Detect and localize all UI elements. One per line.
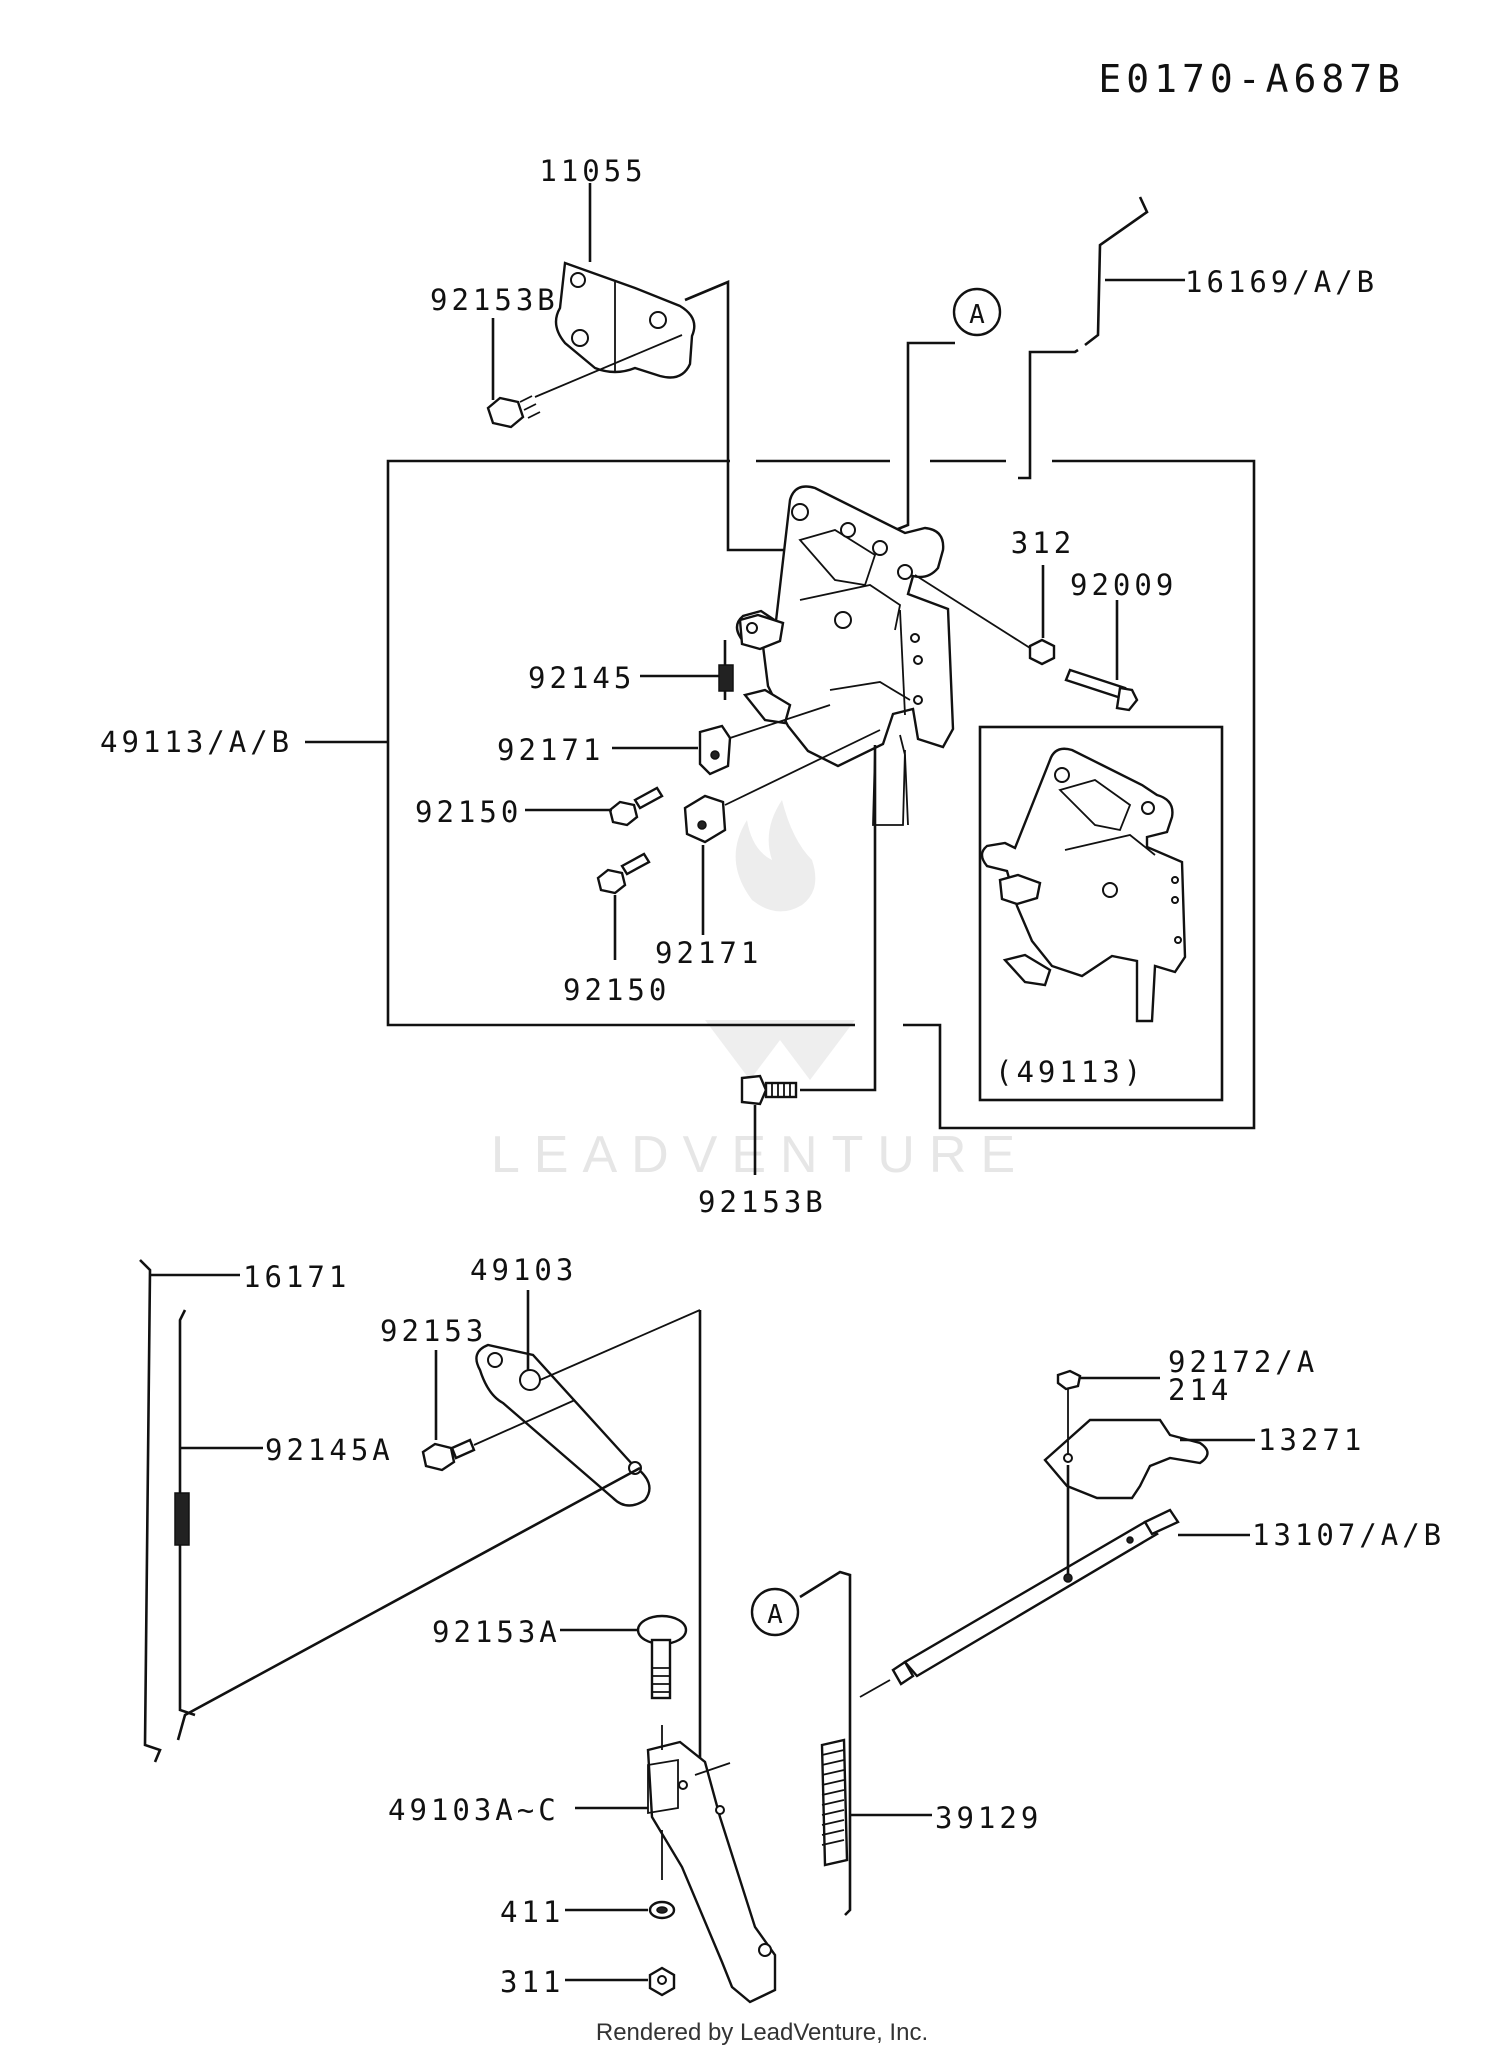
label-49103AC: 49103A~C xyxy=(388,1793,560,1827)
label-13271: 13271 xyxy=(1258,1423,1365,1457)
label-11055: 11055 xyxy=(539,154,646,188)
footer-text: Rendered by LeadVenture, Inc. xyxy=(596,2019,928,2046)
assembly-bracket-49113 xyxy=(305,459,1256,1130)
label-92150-b: 92150 xyxy=(563,973,670,1007)
part-92145A-spring xyxy=(174,1309,263,1717)
label-92009: 92009 xyxy=(1070,568,1177,602)
label-311: 311 xyxy=(500,1965,564,1999)
label-92171-b: 92171 xyxy=(655,936,762,970)
label-16169: 16169/A/B xyxy=(1185,265,1378,299)
part-11055-bracket xyxy=(554,183,696,379)
part-92171-clip-b xyxy=(683,729,881,935)
label-92150-a: 92150 xyxy=(415,795,522,829)
label-49103: 49103 xyxy=(470,1253,577,1287)
part-49103AC-lever xyxy=(575,1725,777,2004)
inset-49113: (49113) xyxy=(978,725,1224,1102)
watermark-text: LEADVENTURE xyxy=(491,1126,1029,1184)
label-312: 312 xyxy=(1011,526,1075,560)
part-39129-spring xyxy=(820,1738,932,1867)
part-92172A-screw xyxy=(1056,1369,1160,1400)
part-92153B-bolt-top xyxy=(486,318,683,429)
label-49113AB: 49113/A/B xyxy=(100,725,293,759)
part-92150-bolt-b xyxy=(596,852,651,960)
part-49103-lever xyxy=(475,1290,701,1507)
label-92171-a: 92171 xyxy=(497,733,604,767)
part-16169-rod xyxy=(1018,196,1185,480)
label-214: 214 xyxy=(1168,1373,1232,1407)
part-92009-bolt xyxy=(1064,600,1139,712)
label-92153: 92153 xyxy=(380,1314,487,1348)
part-92153A-bolt xyxy=(560,1614,688,1700)
part-13271-plate xyxy=(1043,1400,1255,1500)
part-312-nut xyxy=(914,565,1056,666)
label-92153B-bottom: 92153B xyxy=(698,1185,827,1219)
label-92172A: 92172/A xyxy=(1168,1345,1318,1379)
part-311-nut xyxy=(565,1966,676,1997)
diagram-code: E0170-A687B xyxy=(1098,57,1405,101)
label-13107: 13107/A/B xyxy=(1252,1518,1445,1552)
callout-letter-bottom: A xyxy=(767,1600,783,1630)
label-16171: 16171 xyxy=(243,1260,350,1294)
part-92153B-bolt-bottom xyxy=(740,745,877,1175)
callout-A-top: A xyxy=(864,287,1002,544)
label-39129: 39129 xyxy=(935,1801,1042,1835)
callout-letter-top: A xyxy=(969,300,985,330)
part-92150-bolt-a xyxy=(525,786,664,827)
label-49113-inset: (49113) xyxy=(995,1055,1145,1089)
callout-A-bottom: A xyxy=(750,1570,852,1916)
label-92153A: 92153A xyxy=(432,1615,561,1649)
label-411: 411 xyxy=(500,1895,564,1929)
part-92145-spring xyxy=(640,640,734,700)
part-16171-rod xyxy=(139,1259,240,1763)
watermark: LEADVENTURE xyxy=(491,800,1029,1184)
part-13107-shaft xyxy=(859,1465,1250,1698)
part-92171-clip-a xyxy=(612,704,831,776)
part-411-washer xyxy=(565,1900,676,1920)
label-92145: 92145 xyxy=(528,661,635,695)
part-control-plate xyxy=(735,485,955,826)
part-92153-bolt xyxy=(421,1350,576,1472)
label-92145A: 92145A xyxy=(265,1433,394,1467)
label-92153B-top: 92153B xyxy=(430,283,559,317)
